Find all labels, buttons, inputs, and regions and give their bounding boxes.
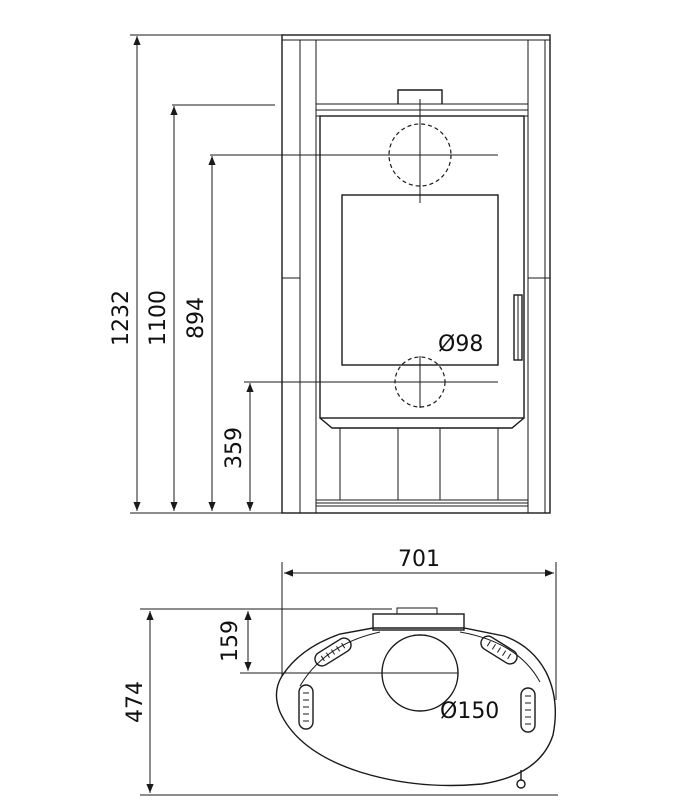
left-side-vent (298, 684, 314, 730)
front-view: 1232 1100 894 359 Ø98 (109, 34, 551, 514)
top-view: 701 474 159 Ø150 (123, 547, 558, 796)
dim-label-lower-flue-height: 359 (222, 427, 247, 469)
stove-top-outline (275, 627, 557, 787)
dim-label-width: 701 (398, 547, 440, 572)
right-side-vent (520, 687, 536, 733)
handle-knob (516, 779, 526, 789)
dim-label-total-height: 1232 (109, 290, 134, 346)
dim-label-depth: 474 (123, 681, 148, 723)
left-upper-vent (314, 637, 352, 667)
flue-diameter-label: Ø150 (440, 699, 499, 724)
firebox-frame (319, 115, 525, 419)
right-upper-vent (480, 635, 518, 665)
dim-label-upper-flue-height: 894 (184, 297, 209, 339)
top-flue-outlet (397, 89, 443, 104)
rear-flue-diameter-label: Ø98 (438, 332, 483, 357)
base-plinth (319, 417, 525, 429)
dim-label-flue-offset: 159 (218, 620, 243, 662)
dim-label-outlet-height: 1100 (146, 290, 171, 346)
stove-body-outline (281, 34, 551, 514)
